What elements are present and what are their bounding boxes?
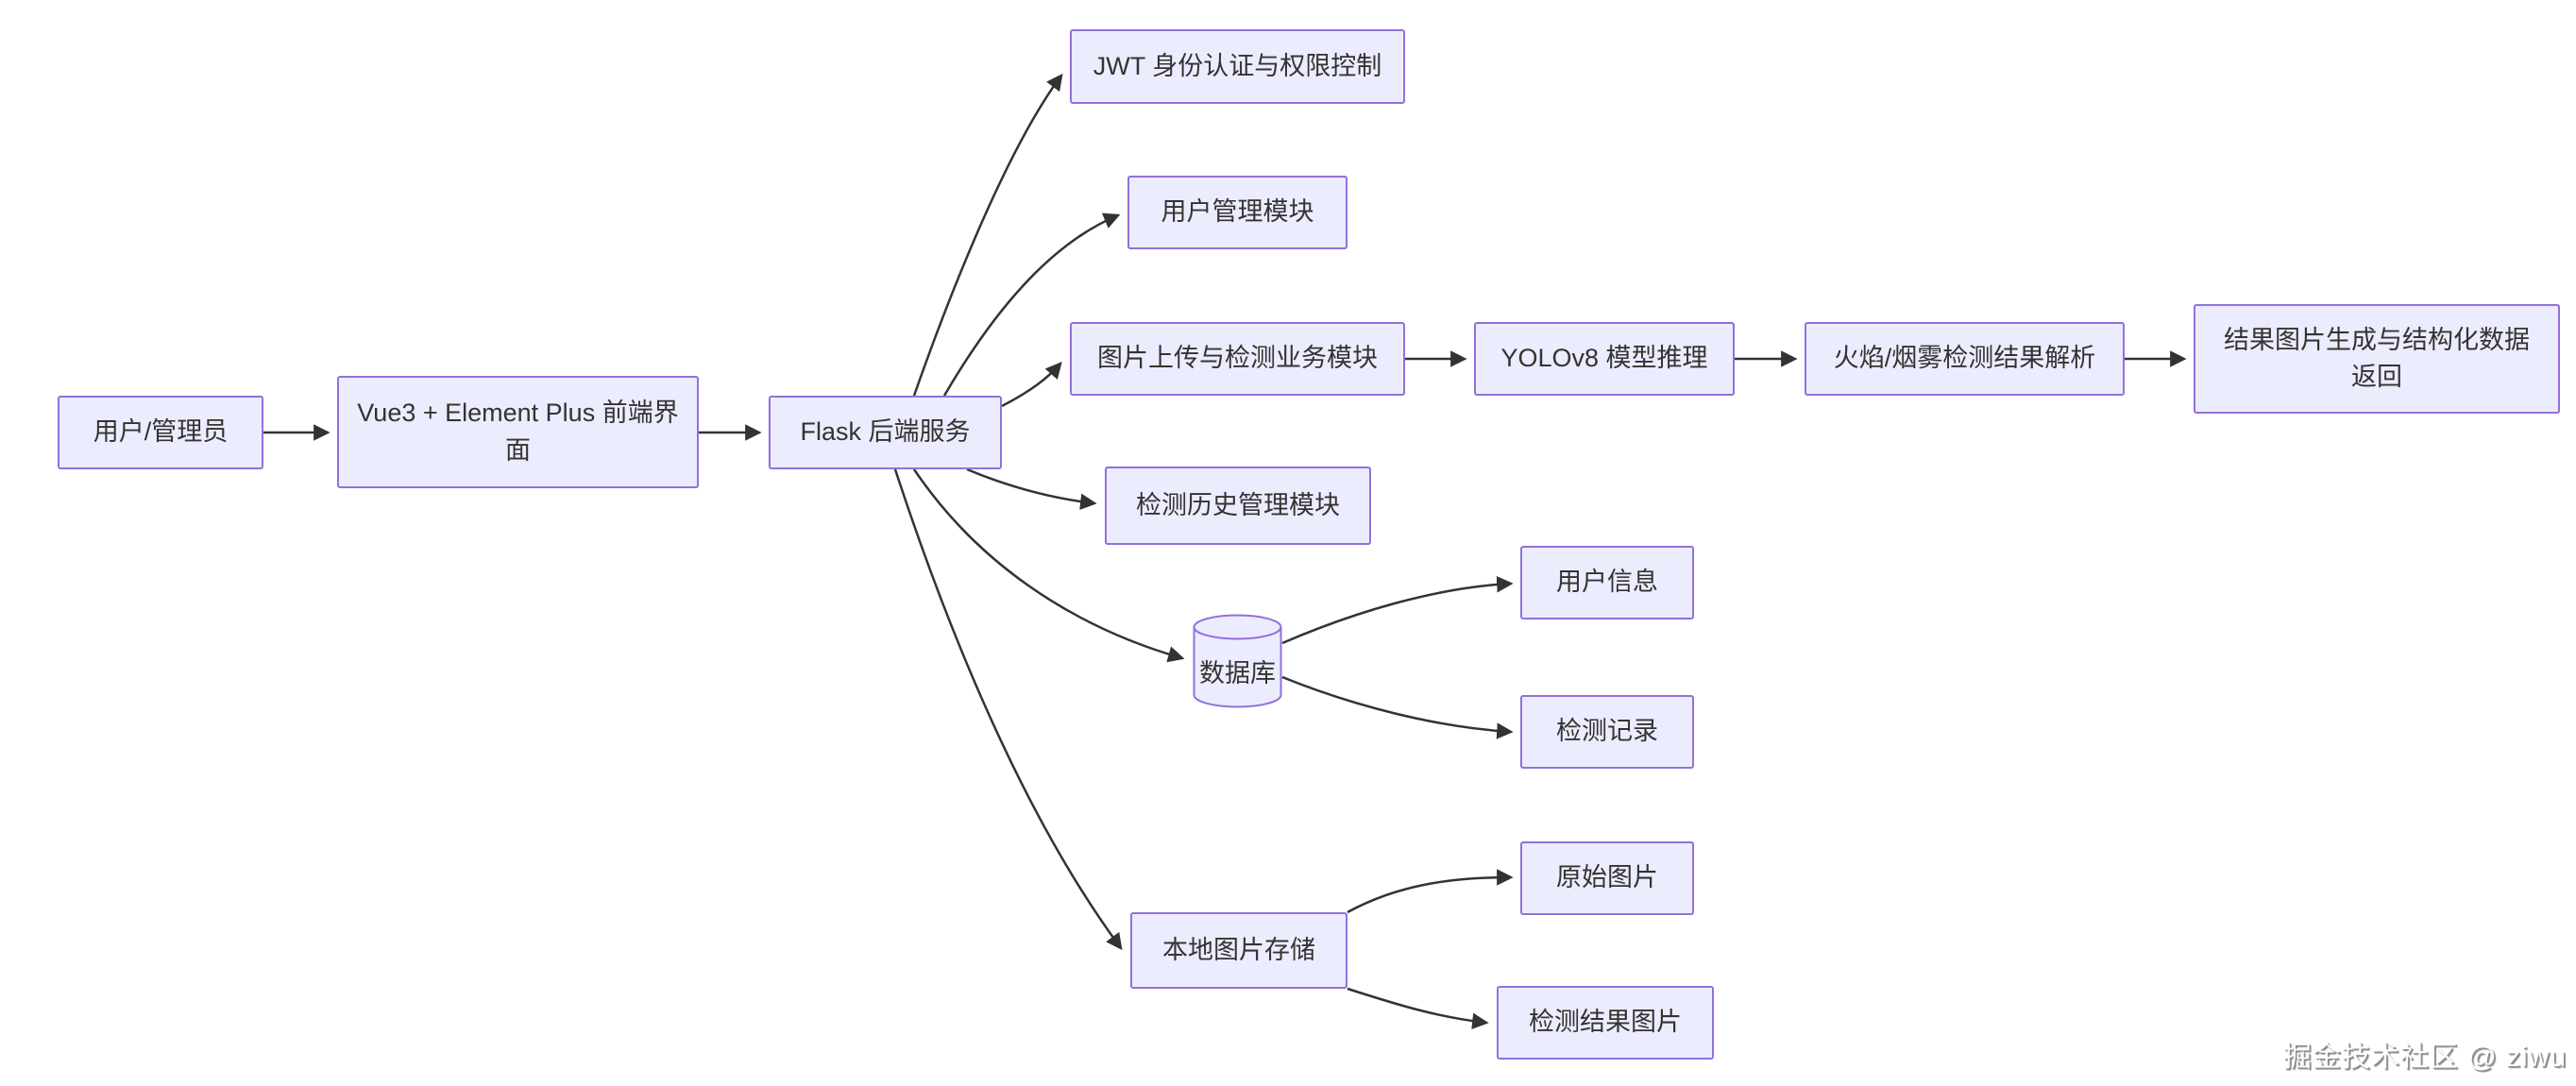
- node-upload-detect: 图片上传与检测业务模块: [1070, 322, 1405, 396]
- node-result-gen-label: 结果图片生成与结构化数据返回: [2224, 325, 2530, 391]
- node-result-gen: 结果图片生成与结构化数据返回: [2194, 304, 2560, 414]
- edge-local-storage-to-original-image: [1347, 869, 1514, 914]
- node-frontend-label: Vue3 + Element Plus 前端界面: [357, 399, 679, 465]
- node-yolo-label: YOLOv8 模型推理: [1500, 344, 1708, 373]
- edge-database-to-user-info: [1281, 576, 1514, 645]
- node-history-label: 检测历史管理模块: [1136, 490, 1340, 519]
- edge-database-to-detect-record: [1281, 675, 1514, 739]
- node-jwt: JWT 身份认证与权限控制: [1070, 29, 1405, 104]
- node-user-info: 用户信息: [1520, 546, 1694, 619]
- node-parse-label: 火焰/烟雾检测结果解析: [1833, 344, 2096, 373]
- edge-backend-to-jwt: [912, 73, 1063, 397]
- node-upload-detect-label: 图片上传与检测业务模块: [1097, 344, 1378, 373]
- node-backend: Flask 后端服务: [769, 396, 1002, 469]
- edge-backend-to-database: [912, 468, 1185, 663]
- edge-backend-to-local-storage: [893, 468, 1123, 951]
- edge-local-storage-to-result-image: [1347, 987, 1489, 1029]
- node-yolo: YOLOv8 模型推理: [1474, 322, 1735, 396]
- node-history: 检测历史管理模块: [1105, 467, 1371, 545]
- database-cylinder-icon: [1193, 614, 1282, 708]
- edge-backend-to-history: [966, 467, 1097, 510]
- node-parse: 火焰/烟雾检测结果解析: [1805, 322, 2125, 396]
- node-jwt-label: JWT 身份认证与权限控制: [1093, 51, 1382, 80]
- node-result-image: 检测结果图片: [1497, 986, 1714, 1060]
- node-user-mgmt-label: 用户管理模块: [1161, 197, 1314, 227]
- node-user-admin-label: 用户/管理员: [93, 417, 229, 447]
- node-detect-record-label: 检测记录: [1556, 717, 1658, 746]
- node-detect-record: 检测记录: [1520, 695, 1694, 769]
- node-database: 数据库: [1193, 614, 1282, 708]
- node-original-image: 原始图片: [1520, 841, 1694, 915]
- node-result-image-label: 检测结果图片: [1529, 1008, 1682, 1037]
- watermark: 掘金技术社区 @ ziwu: [2282, 1042, 2567, 1073]
- node-user-info-label: 用户信息: [1556, 568, 1658, 597]
- edge-backend-to-user-mgmt: [942, 212, 1121, 397]
- edge-backend-to-upload-detect: [1001, 362, 1062, 408]
- node-frontend: Vue3 + Element Plus 前端界面: [337, 376, 699, 488]
- node-local-storage-label: 本地图片存储: [1162, 935, 1315, 964]
- node-original-image-label: 原始图片: [1556, 863, 1658, 892]
- node-local-storage: 本地图片存储: [1130, 912, 1347, 989]
- node-backend-label: Flask 后端服务: [800, 417, 971, 447]
- node-user-mgmt: 用户管理模块: [1127, 176, 1347, 249]
- node-database-label: 数据库: [1199, 658, 1276, 687]
- node-user-admin: 用户/管理员: [58, 396, 263, 469]
